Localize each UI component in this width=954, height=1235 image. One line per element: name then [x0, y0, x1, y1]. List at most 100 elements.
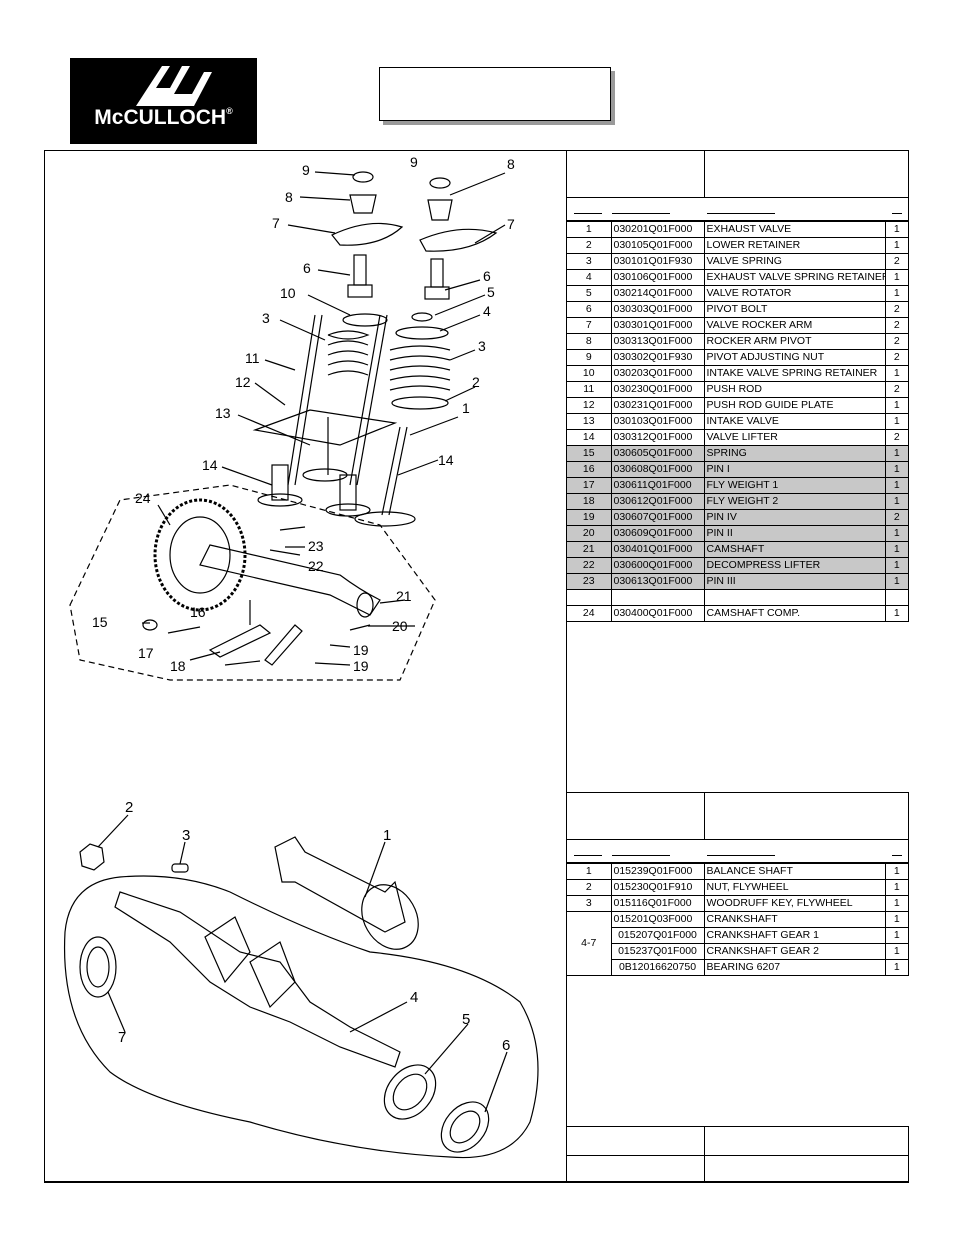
- part-number-cell: 030400Q01F000: [610, 605, 705, 622]
- callout-7-right: 7: [507, 216, 515, 232]
- part-number-cell: 030605Q01F000: [610, 445, 705, 462]
- description-cell: INTAKE VALVE: [703, 413, 886, 430]
- part-number-cell: 030600Q01F000: [610, 557, 705, 574]
- part-number-cell: 030101Q01F930: [610, 253, 705, 270]
- qty-cell: 1: [884, 461, 908, 478]
- part-number-cell: 030312Q01F000: [610, 429, 705, 446]
- callout-19-upper: 19: [353, 642, 369, 658]
- group-row: 015237Q01F000 CRANKSHAFT GEAR 2 1: [567, 943, 908, 960]
- part-number-cell: 0B12016620750: [611, 959, 705, 976]
- part-number-cell: 030201Q01F000: [610, 221, 705, 238]
- crank-callout-3: 3: [182, 827, 190, 844]
- callout-7-left: 7: [272, 215, 280, 231]
- part-number-cell: 030612Q01F000: [610, 493, 705, 510]
- ref-cell: 2: [567, 237, 612, 254]
- description-cell: CAMSHAFT COMP.: [703, 605, 886, 622]
- crank-callout-7: 7: [118, 1029, 126, 1046]
- ref-cell: 3: [567, 253, 612, 270]
- ref-cell: 8: [567, 333, 612, 350]
- qty-cell: 2: [884, 509, 908, 526]
- qty-cell: 1: [884, 541, 908, 558]
- description-cell: VALVE LIFTER: [703, 429, 886, 446]
- part-number-cell: 030609Q01F000: [610, 525, 705, 542]
- registered-mark: ®: [226, 106, 233, 116]
- callout-24: 24: [135, 490, 151, 506]
- part-number-cell: 030106Q01F000: [610, 269, 705, 286]
- callout-9-left: 9: [302, 162, 310, 178]
- description-cell: WOODRUFF KEY, FLYWHEEL: [703, 895, 886, 912]
- qty-cell: 1: [884, 605, 908, 622]
- column-header-rules: [567, 198, 908, 221]
- ref-cell: 21: [567, 541, 612, 558]
- callout-1: 1: [462, 400, 470, 416]
- callout-8-right: 8: [507, 156, 515, 172]
- part-number-cell: 030611Q01F000: [610, 477, 705, 494]
- qty-cell: 2: [884, 333, 908, 350]
- qty-cell: 2: [884, 317, 908, 334]
- part-number-cell: 030302Q01F930: [610, 349, 705, 366]
- qty-cell: 1: [884, 879, 908, 896]
- ref-cell: 19: [567, 509, 612, 526]
- qty-cell: 1: [884, 573, 908, 590]
- qty-cell: 1: [884, 895, 908, 912]
- ref-cell: 7: [567, 317, 612, 334]
- group-row: 4-7 015201Q03F000 CRANKSHAFT 1: [567, 911, 908, 976]
- crank-callout-2: 2: [125, 799, 133, 816]
- part-number-cell: 030105Q01F000: [610, 237, 705, 254]
- description-cell: FLY WEIGHT 1: [703, 477, 886, 494]
- description-cell: EXHAUST VALVE SPRING RETAINER: [703, 269, 886, 286]
- callout-12: 12: [235, 374, 251, 390]
- qty-cell: 1: [884, 959, 908, 976]
- callout-11: 11: [245, 350, 260, 366]
- ref-cell: 20: [567, 525, 612, 542]
- crank-table-header: [567, 793, 908, 840]
- ref-cell: 3: [567, 895, 612, 912]
- description-cell: PIN I: [703, 461, 886, 478]
- column-divider: [566, 151, 567, 1182]
- callout-19-lower: 19: [353, 658, 369, 674]
- callout-13: 13: [215, 405, 231, 421]
- description-cell: PIN II: [703, 525, 886, 542]
- part-number-cell: 015201Q03F000: [610, 911, 705, 928]
- part-number-cell: 030230Q01F000: [610, 381, 705, 398]
- callout-5: 5: [487, 284, 495, 300]
- assembly-row: 24 030400Q01F000 CAMSHAFT COMP. 1: [567, 605, 908, 622]
- description-cell: CRANKSHAFT GEAR 1: [703, 927, 886, 944]
- callout-2: 2: [472, 374, 480, 390]
- description-cell: PIN IV: [703, 509, 886, 526]
- bottom-rule: [44, 1181, 909, 1182]
- part-number-cell: 030301Q01F000: [610, 317, 705, 334]
- description-cell: ROCKER ARM PIVOT: [703, 333, 886, 350]
- qty-cell: 1: [884, 557, 908, 574]
- ref-cell: 13: [567, 413, 612, 430]
- part-number-cell: 015116Q01F000: [610, 895, 705, 912]
- ref-cell: 1: [567, 863, 612, 880]
- callout-3-left: 3: [262, 310, 270, 326]
- ref-cell: 1: [567, 221, 612, 238]
- ref-cell: 24: [567, 605, 612, 622]
- description-cell: VALVE ROCKER ARM: [703, 317, 886, 334]
- qty-cell: 2: [884, 429, 908, 446]
- description-cell: BALANCE SHAFT: [703, 863, 886, 880]
- callout-9-right: 9: [410, 155, 418, 170]
- callout-4: 4: [483, 303, 491, 319]
- ref-cell: 5: [567, 285, 612, 302]
- title-box: [379, 67, 611, 121]
